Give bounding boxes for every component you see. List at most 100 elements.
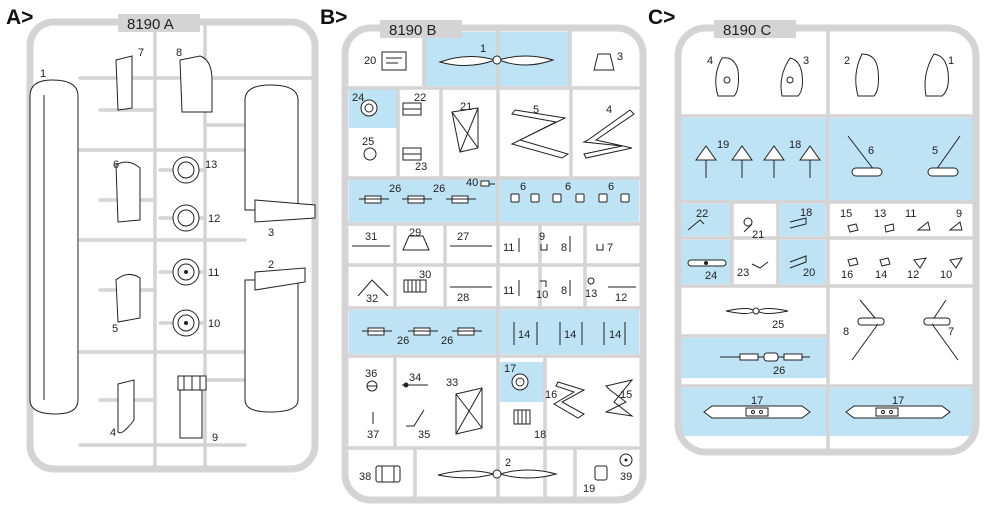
label-b31: 31	[365, 231, 377, 243]
part-c14	[879, 257, 891, 267]
section-c-label: C>	[648, 6, 675, 29]
sprue-b-runners	[343, 26, 645, 502]
part-b34	[402, 382, 428, 388]
part-b24	[360, 99, 378, 117]
sprue-c-highlights	[679, 118, 973, 436]
label-c17b: 17	[892, 395, 904, 407]
label-a8: 8	[176, 47, 182, 59]
label-c9: 9	[956, 208, 962, 220]
sprue-a-tag	[118, 14, 200, 32]
part-c23	[751, 261, 769, 269]
label-b8b: 8	[561, 285, 567, 297]
label-b2: 2	[505, 457, 511, 469]
section-a-label: A>	[6, 6, 33, 29]
label-b38: 38	[359, 471, 371, 483]
label-a11: 11	[208, 267, 219, 279]
label-b40: 40	[466, 177, 478, 189]
label-b28: 28	[457, 292, 469, 304]
label-c14: 14	[875, 269, 887, 281]
sprue-b-tag	[380, 20, 462, 38]
label-b21: 21	[460, 101, 472, 113]
label-c16: 16	[841, 269, 853, 281]
part-c15	[847, 223, 859, 233]
label-c4: 4	[707, 55, 713, 67]
part-b22	[402, 102, 422, 116]
label-b11b: 11	[503, 285, 514, 297]
label-b11a: 11	[503, 242, 514, 254]
part-c13	[884, 223, 895, 233]
label-c7: 7	[948, 326, 954, 338]
part-b29	[402, 235, 430, 251]
part-a1-wing	[29, 79, 79, 415]
part-b36	[366, 380, 378, 392]
label-a1: 1	[40, 68, 46, 80]
part-b23	[402, 147, 422, 161]
part-b21-strut	[451, 107, 479, 153]
label-c12: 12	[907, 269, 919, 281]
label-b26a: 26	[389, 183, 401, 195]
label-a3: 3	[268, 227, 274, 239]
part-b4	[582, 109, 635, 159]
label-b14b: 14	[564, 329, 576, 341]
part-b19	[594, 465, 608, 481]
label-b32: 32	[366, 293, 378, 305]
part-a8	[179, 55, 213, 113]
label-b18: 18	[534, 429, 546, 441]
label-c6: 6	[868, 145, 874, 157]
label-b23: 23	[415, 161, 427, 173]
part-c6	[847, 135, 883, 177]
sprue-a: A> 8190 A	[6, 6, 319, 473]
part-b33-strut	[455, 387, 483, 435]
part-a3-tab	[254, 199, 316, 223]
label-b17: 17	[504, 363, 516, 375]
part-a3-upper-wing	[244, 84, 299, 211]
label-c22: 22	[696, 208, 708, 220]
label-c17a: 17	[751, 395, 763, 407]
part-b35	[406, 409, 425, 427]
label-c15: 15	[840, 208, 852, 220]
part-b1-propeller	[438, 55, 555, 66]
part-c18-pair	[763, 145, 821, 178]
label-b5: 5	[533, 104, 539, 116]
label-b14c: 14	[609, 329, 621, 341]
label-c23: 23	[737, 267, 749, 279]
sprue-b-part-numbers: 1 2 3 4 5 6 6 6 7 8 8 9 10 11 11 12 13 1…	[352, 43, 632, 495]
part-b26-set-bottom	[362, 327, 482, 336]
part-a2-upper-wing	[244, 279, 299, 413]
label-b3: 3	[617, 51, 623, 63]
label-b1: 1	[480, 43, 486, 55]
section-b-label: B>	[320, 6, 347, 29]
label-b16: 16	[545, 389, 557, 401]
label-c24: 24	[705, 270, 717, 282]
label-b20: 20	[364, 55, 376, 67]
sprue-c-number: 8190 C	[723, 22, 772, 39]
part-b13	[587, 277, 595, 285]
part-b17-ring	[511, 373, 529, 391]
label-b7: 7	[607, 242, 613, 254]
part-b30	[403, 279, 427, 293]
label-b9: 9	[539, 231, 545, 243]
part-b25	[363, 147, 377, 161]
part-b7	[596, 244, 604, 251]
label-c18b: 18	[800, 207, 812, 219]
label-a2: 2	[268, 259, 274, 271]
label-b8a: 8	[561, 242, 567, 254]
label-b36: 36	[365, 368, 377, 380]
label-c8: 8	[843, 326, 849, 338]
label-c21: 21	[752, 229, 764, 241]
label-b27: 27	[457, 231, 469, 243]
part-c19-pair	[695, 145, 753, 178]
label-c5: 5	[932, 145, 938, 157]
label-a10: 10	[208, 318, 220, 330]
label-c13: 13	[874, 208, 886, 220]
label-b15: 15	[620, 389, 632, 401]
label-b26d: 26	[441, 335, 453, 347]
label-c11: 11	[905, 208, 916, 220]
part-b26-set-top	[359, 195, 476, 204]
part-b5	[510, 109, 570, 159]
part-c12	[913, 257, 927, 269]
label-c3: 3	[803, 55, 809, 67]
part-c22	[687, 219, 705, 231]
label-b19: 19	[583, 483, 595, 495]
